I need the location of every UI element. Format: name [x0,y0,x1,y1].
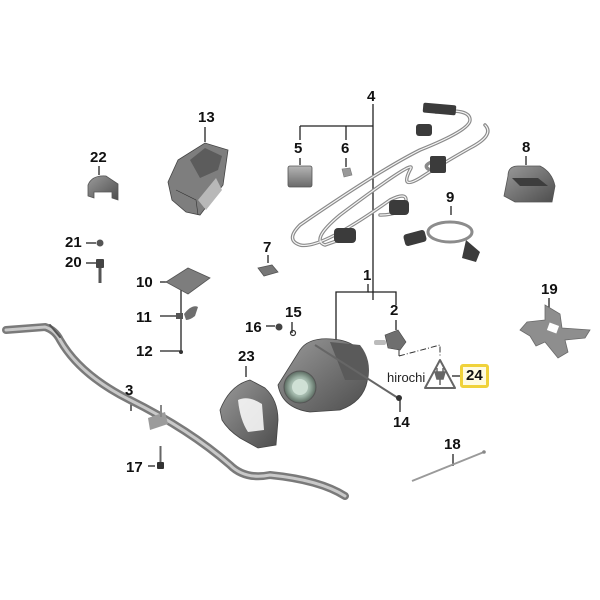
callout-22[interactable]: 22 [90,149,107,166]
part-22-cover-cap [87,175,119,201]
part-21-washer [96,239,104,247]
callout-15[interactable]: 15 [285,304,302,321]
callout-5[interactable]: 5 [294,140,303,157]
watermark-text: hirochi [387,370,426,385]
callout-23[interactable]: 23 [238,348,255,365]
part-3-crash-bar [2,322,349,500]
callout-16[interactable]: 16 [245,319,262,336]
part-1-fog-lamp [277,338,369,413]
part-3-tab [148,405,168,430]
callout-18[interactable]: 18 [444,436,461,453]
callout-19[interactable]: 19 [541,281,558,298]
part-23-lamp-bracket [219,379,279,449]
callout-17[interactable]: 17 [126,459,143,476]
callout-10[interactable]: 10 [136,274,153,291]
callout-9[interactable]: 9 [446,189,455,206]
callout-4[interactable]: 4 [367,88,376,105]
part-7-clip [257,264,279,277]
electrical-plug-warning-icon [424,359,456,389]
part-16-nut [275,323,283,331]
callout-8[interactable]: 8 [522,139,531,156]
part-18-cable-tie [411,450,486,482]
part-13-holder-bracket [167,142,229,216]
part-8-storage-tray [503,165,556,203]
part-15-washer [289,329,297,337]
part-2-bulb [374,329,407,351]
part-4-wiring-harness-inner [291,110,489,247]
callout-20[interactable]: 20 [65,254,82,271]
callout-14[interactable]: 14 [393,414,410,431]
part-19-cross-bracket [519,304,591,359]
callout-1[interactable]: 1 [363,267,372,284]
part-14-long-bolt [314,344,402,401]
callout-2[interactable]: 2 [390,302,399,319]
callout-24-highlighted[interactable]: 24 [460,364,489,388]
part-11-clamp [176,306,198,320]
part-10-mounting-plate [165,267,211,295]
callout-13[interactable]: 13 [198,109,215,126]
part-20-screw [96,259,104,283]
part-9-cable-adapter [403,220,480,262]
callout-21[interactable]: 21 [65,234,82,251]
callout-12[interactable]: 12 [136,343,153,360]
part-5-relay [287,165,313,188]
part-12-bolt [179,350,183,354]
callout-11[interactable]: 11 [136,309,152,326]
callout-6[interactable]: 6 [341,140,350,157]
callout-3[interactable]: 3 [125,382,134,399]
callout-7[interactable]: 7 [263,239,272,256]
part-6-fuse [341,167,353,178]
harness-connectors [334,102,457,243]
part-17-bolt [157,446,164,469]
